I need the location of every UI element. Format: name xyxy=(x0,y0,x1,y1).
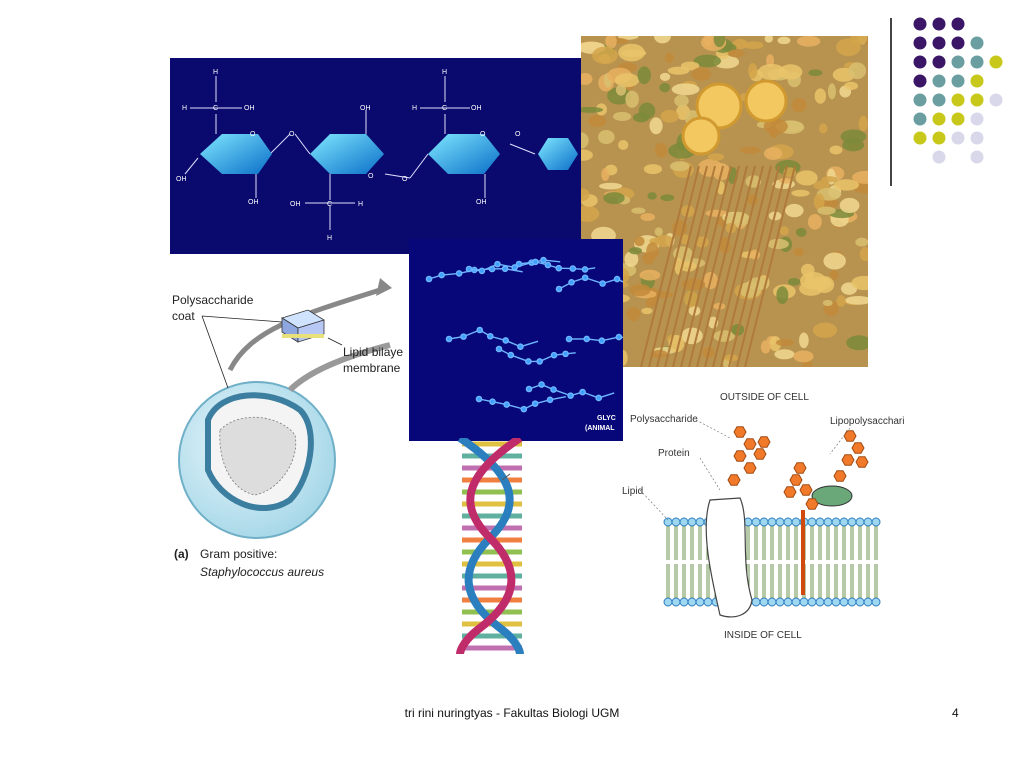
decorative-dot xyxy=(913,55,927,69)
decorative-dot xyxy=(970,36,984,50)
decorative-dot xyxy=(951,112,965,126)
decorative-dot xyxy=(913,17,927,31)
atom-label: OH xyxy=(360,105,371,112)
lipid-bilayer-label: membrane xyxy=(343,361,401,375)
atom-label: O xyxy=(402,176,408,183)
atom-label: O xyxy=(515,131,521,138)
gram-positive-bacterium-illustration: Polysaccharide coat Lipid bilaye membran… xyxy=(172,278,403,579)
atom-label: H xyxy=(182,105,187,112)
atom-label: C xyxy=(442,105,447,112)
lipopolysaccharide-label: Lipopolysacchari xyxy=(830,416,905,427)
polysaccharide-coat-label: coat xyxy=(172,309,195,323)
decorative-dot xyxy=(932,150,946,164)
glycogen-label: (ANIMAL xyxy=(585,425,615,432)
atom-label: C xyxy=(327,201,332,208)
atom-label: H xyxy=(412,105,417,112)
atom-label: OH xyxy=(248,199,259,206)
decorative-dot xyxy=(932,36,946,50)
atom-label: C xyxy=(213,105,218,112)
decorative-dot xyxy=(970,55,984,69)
atom-label: O xyxy=(480,131,486,138)
decorative-dot xyxy=(951,36,965,50)
lipid-label: Lipid xyxy=(622,486,643,497)
decorative-dot xyxy=(970,112,984,126)
decorative-dot xyxy=(970,150,984,164)
slide-footer: tri rini nuringtyas - Fakultas Biologi U… xyxy=(404,706,620,720)
slide-page-number: 4 xyxy=(952,706,959,720)
atom-label: H xyxy=(327,235,332,242)
decorative-dot xyxy=(913,131,927,145)
decorative-dot xyxy=(932,17,946,31)
cell-membrane-diagram: OUTSIDE OF CELL Polysaccharide Lipopolys… xyxy=(622,392,905,641)
atom-label: H xyxy=(442,69,447,76)
decorative-dot xyxy=(951,74,965,88)
polysaccharide-coat-label: Polysaccharide xyxy=(172,293,254,307)
polysaccharide-label: Polysaccharide xyxy=(630,414,698,425)
figure-tag: (a) xyxy=(174,547,189,561)
glycogen-label: GLYC xyxy=(597,415,616,422)
inside-cell-label: INSIDE OF CELL xyxy=(724,630,802,641)
decorative-dot xyxy=(932,93,946,107)
figure-caption: Staphylococcus aureus xyxy=(200,565,324,579)
atom-label: O xyxy=(368,173,374,180)
decorative-dot xyxy=(913,112,927,126)
atom-label: O xyxy=(250,131,256,138)
decorative-divider xyxy=(890,18,892,186)
figure-caption: Gram positive: xyxy=(200,547,277,561)
outside-cell-label: OUTSIDE OF CELL xyxy=(720,392,809,403)
atom-label: OH xyxy=(476,199,487,206)
pasta-photo xyxy=(581,36,868,367)
decorative-dot xyxy=(913,74,927,88)
dna-helix-illustration xyxy=(456,438,524,654)
decorative-dot xyxy=(951,93,965,107)
decorative-dot xyxy=(932,112,946,126)
decorative-dot xyxy=(970,74,984,88)
decorative-dot xyxy=(970,93,984,107)
atom-label: O xyxy=(289,131,295,138)
atom-label: OH xyxy=(290,201,301,208)
decorative-dot-grid xyxy=(913,17,1003,164)
decorative-dot xyxy=(932,131,946,145)
decorative-dot xyxy=(951,17,965,31)
decorative-dot xyxy=(970,131,984,145)
decorative-dot xyxy=(989,93,1003,107)
decorative-dot xyxy=(932,55,946,69)
decorative-dot xyxy=(951,131,965,145)
protein-label: Protein xyxy=(658,448,690,459)
decorative-dot xyxy=(951,55,965,69)
decorative-dot xyxy=(913,36,927,50)
atom-label: OH xyxy=(176,176,187,183)
lipid-bilayer-label: Lipid bilaye xyxy=(343,345,403,359)
decorative-dot xyxy=(989,55,1003,69)
atom-label: H xyxy=(358,201,363,208)
decorative-dot xyxy=(932,74,946,88)
glycogen-structure-image: GLYC (ANIMAL xyxy=(409,239,623,441)
atom-label: OH xyxy=(471,105,482,112)
decorative-dot xyxy=(913,93,927,107)
atom-label: H xyxy=(213,69,218,76)
atom-label: OH xyxy=(244,105,255,112)
polysaccharide-structure-image: H H C OH O O OH OH OH O O OH C H H H H C… xyxy=(170,58,582,254)
